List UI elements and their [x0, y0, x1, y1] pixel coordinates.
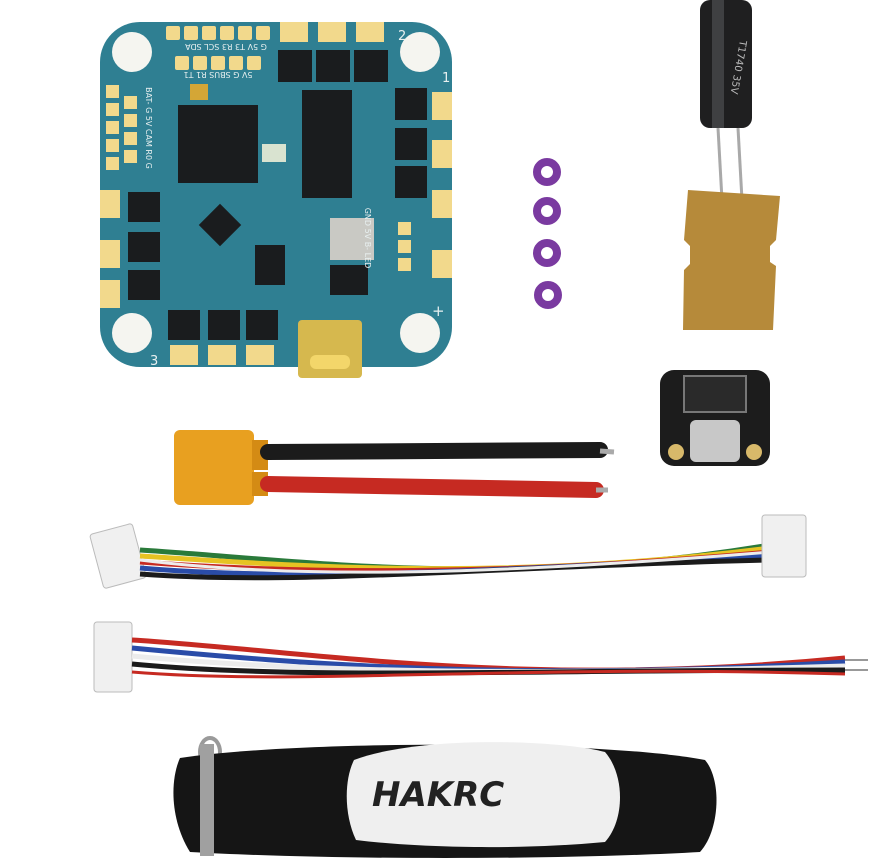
signal-cable-1	[89, 514, 807, 589]
label-3: 3	[150, 354, 158, 369]
silk-left: BAT- G 5V CAM R0 G	[144, 87, 153, 169]
xt30-power-cable	[174, 430, 615, 505]
signal-cable-2	[93, 621, 868, 693]
flight-controller-board: G 5V T3 R3 SCL SDA 5V G SBUS R1 T1 BAT- …	[100, 22, 452, 378]
purple-washers	[533, 158, 562, 309]
battery-strap: HAKRC	[173, 736, 717, 858]
solder-pads	[100, 22, 452, 365]
usb-port	[298, 320, 362, 378]
hakrc-logo: HAKRC	[372, 775, 504, 815]
silk-top: G 5V T3 R3 SCL SDA	[185, 42, 267, 51]
label-plus: +	[432, 302, 445, 320]
usb-c-adapter	[660, 370, 770, 466]
capacitor: T1740 35V	[683, 0, 780, 330]
label-1: 1	[442, 71, 450, 86]
label-2: 2	[398, 29, 406, 44]
inductor	[330, 218, 374, 260]
silk-bottom-right: GND 5V B- LED	[363, 208, 372, 269]
boot-button	[190, 84, 208, 100]
silk-second: 5V G SBUS R1 T1	[183, 70, 252, 79]
chips	[128, 50, 427, 340]
